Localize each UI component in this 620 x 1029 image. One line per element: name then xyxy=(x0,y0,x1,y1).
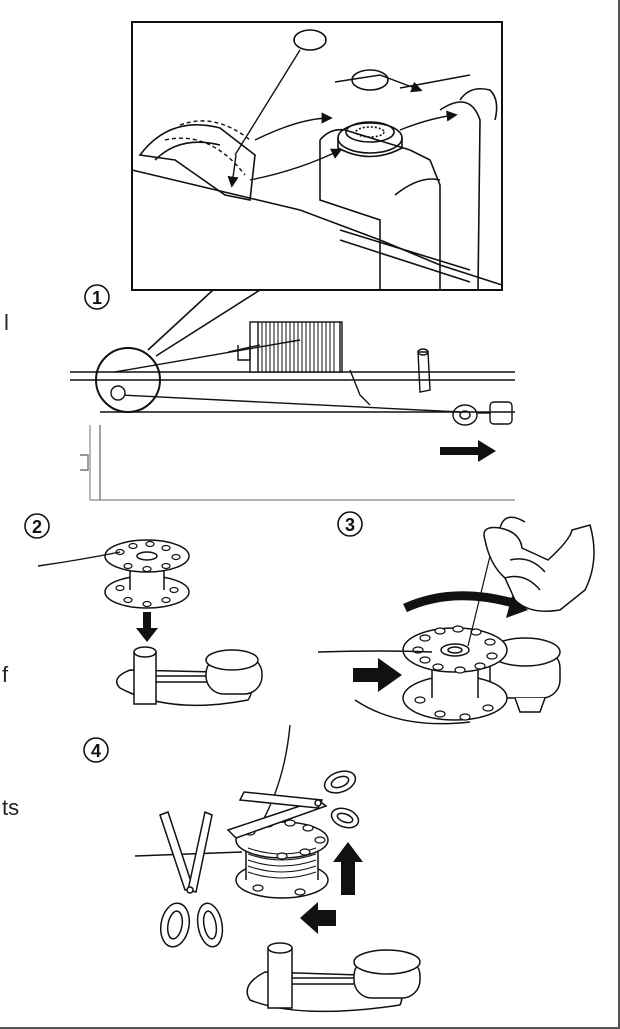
clipped-text-a: l xyxy=(4,310,9,335)
step-number-3: 3 xyxy=(345,515,355,535)
step4-cut-thread: 4 xyxy=(83,724,421,1013)
step2-place-bobbin: 2 xyxy=(24,513,263,707)
step1-detail-inset xyxy=(131,21,503,357)
step1-machine: 1 xyxy=(70,284,515,501)
step-number-2: 2 xyxy=(32,517,42,537)
scissors-icon xyxy=(159,810,224,948)
clipped-text-c: ts xyxy=(2,795,20,820)
step-number-4: 4 xyxy=(91,741,101,761)
hand-icon xyxy=(483,516,595,612)
scissors-icon xyxy=(226,770,360,839)
step-number-1: 1 xyxy=(92,288,102,308)
step3-wind-thread: 3 xyxy=(317,511,595,725)
clipped-text-b: f xyxy=(2,662,9,687)
